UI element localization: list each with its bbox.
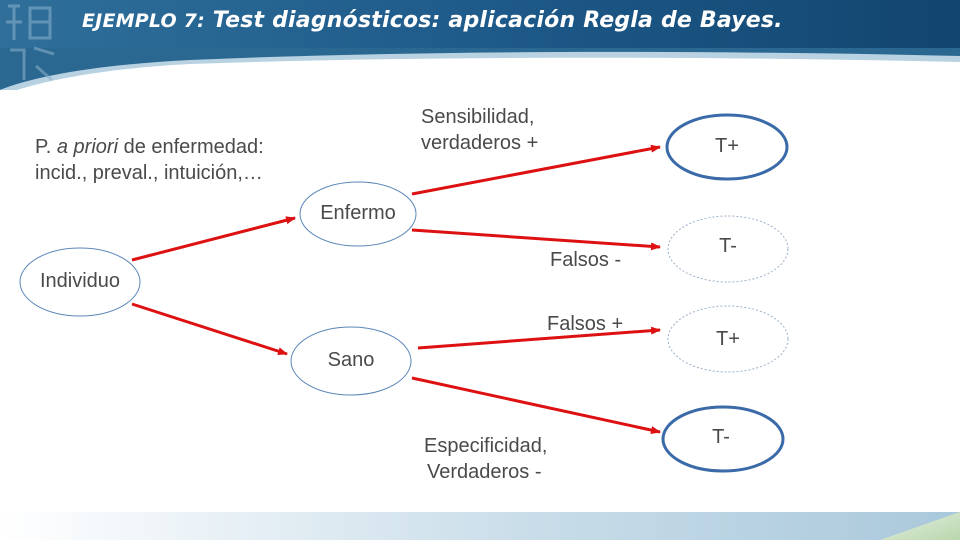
arrow-individuo-sano [131, 302, 288, 356]
especificidad-label: Especificidad, Verdaderos - [424, 435, 548, 483]
label-individuo: Individuo [39, 270, 121, 292]
label-sano-tpos: T+ [716, 328, 740, 350]
arrow-sano-tpos [417, 326, 661, 350]
node-enfermo [299, 181, 417, 247]
node-enfermo-tpos [665, 113, 789, 181]
page-title: EJEMPLO 7: Test diagnósticos: aplicación… [82, 8, 783, 33]
arrow-sano-tneg [411, 376, 661, 434]
label-sano: Sano [327, 349, 375, 371]
bottom-band [0, 512, 960, 540]
node-sano [290, 326, 412, 396]
sensibilidad-label: Sensibilidad, verdaderos + [421, 106, 539, 154]
title-banner [0, 0, 960, 90]
title-prefix: EJEMPLO 7: [82, 10, 205, 32]
label-enfermo-tneg: T- [719, 235, 737, 257]
arrow-individuo-enfermo [131, 216, 296, 262]
arrow-enfermo-tpos [411, 144, 661, 196]
falsos-neg-label: Falsos - [550, 249, 622, 271]
node-sano-tpos [667, 305, 789, 373]
node-enfermo-tneg [667, 215, 789, 283]
node-sano-tneg [661, 405, 785, 473]
falsos-pos-label: Falsos + [547, 313, 624, 335]
label-sano-tneg: T- [712, 426, 730, 448]
label-enfermo: Enfermo [320, 202, 396, 224]
label-enfermo-tpos: T+ [715, 135, 739, 157]
node-individuo [19, 247, 141, 317]
title-main: Test diagnósticos: aplicación Regla de B… [204, 8, 783, 33]
priori-label: P. a priori de enfermedad: incid., preva… [35, 134, 264, 186]
priori-line-1: P. a priori de enfermedad: [35, 136, 264, 158]
priori-line-2: incid., preval., intuición,… [35, 162, 263, 184]
arrow-enfermo-tneg [411, 228, 661, 251]
